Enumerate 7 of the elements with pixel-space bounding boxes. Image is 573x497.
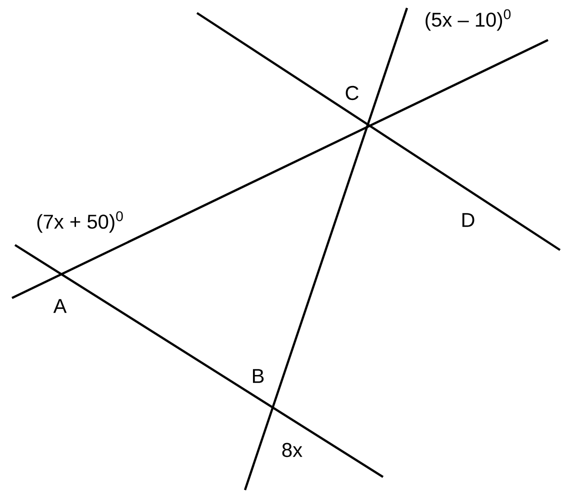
point-label: D	[462, 213, 474, 227]
angle-label: (5x – 10)$^{0}$	[426, 9, 511, 31]
point-label: C	[346, 86, 358, 100]
point-label: A	[53, 299, 67, 313]
point-label: B	[252, 369, 264, 383]
angle-label: 8x	[282, 442, 302, 458]
angle-label: (7x + 50)$^{0}$	[37, 211, 123, 233]
